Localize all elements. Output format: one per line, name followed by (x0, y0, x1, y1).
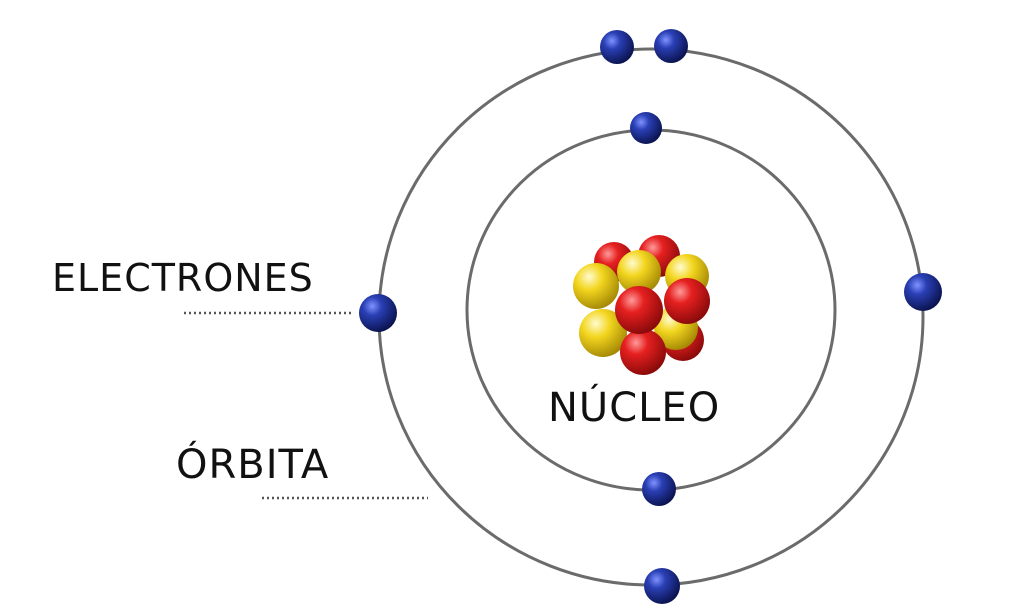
orbit-label: ÓRBITA (176, 442, 330, 488)
electron (630, 112, 662, 144)
inner-shell-electrons (630, 112, 676, 506)
electron (644, 568, 680, 604)
electrons-label: ELECTRONES (52, 256, 314, 300)
proton (664, 278, 710, 324)
electron (642, 472, 676, 506)
electron (600, 30, 634, 64)
neutron (573, 263, 619, 309)
electron (654, 29, 688, 63)
nucleus-label: NÚCLEO (548, 385, 721, 431)
nucleus (573, 235, 710, 375)
electron (359, 294, 397, 332)
neutron (579, 309, 627, 357)
proton (615, 286, 663, 334)
proton (620, 329, 666, 375)
neutron (617, 250, 661, 294)
outer-shell-electrons (359, 29, 942, 604)
electron (904, 273, 942, 311)
